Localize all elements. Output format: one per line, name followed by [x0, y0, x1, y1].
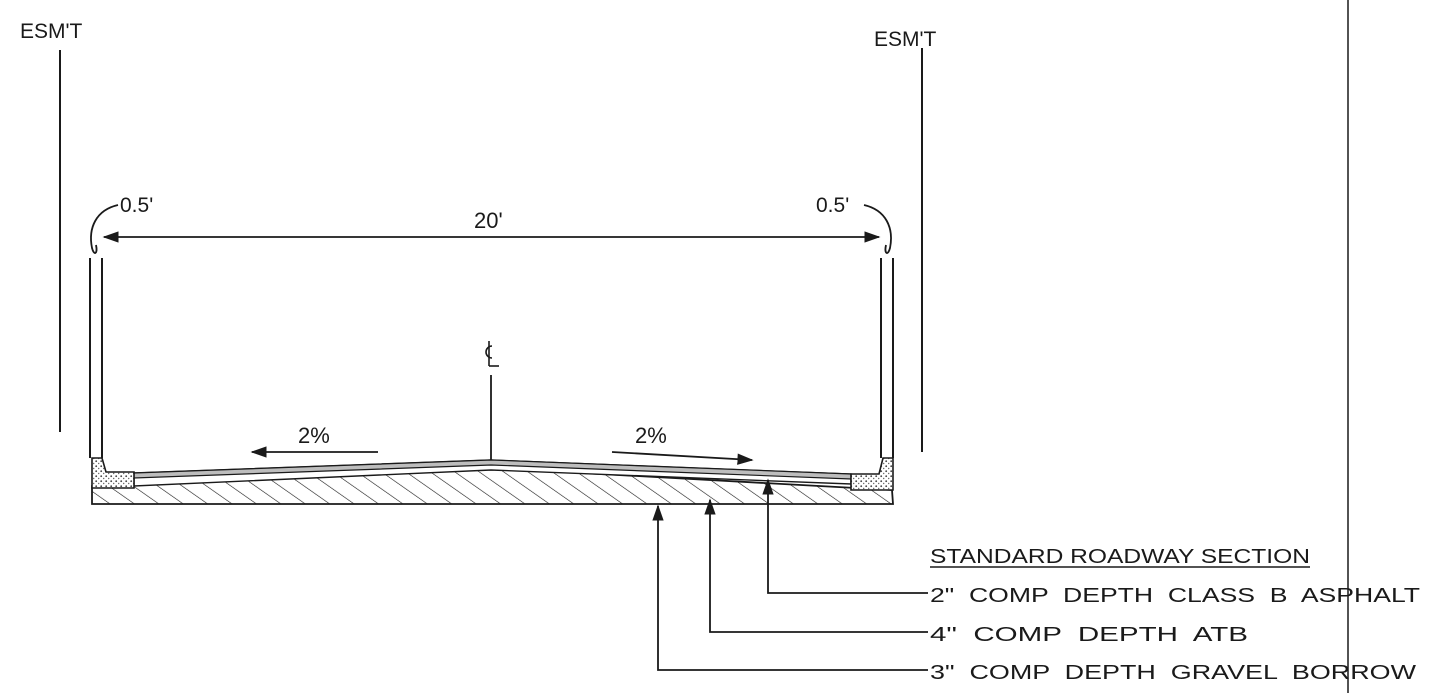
legend-item-atb: 4" COMP DEPTH ATB	[930, 624, 1248, 646]
legend-item-gravel: 3" COMP DEPTH GRAVEL BORROW	[930, 662, 1416, 684]
width-dimension-label: 20'	[474, 208, 503, 233]
offset-left-label: 0.5'	[120, 194, 153, 217]
legend-title: STANDARD ROADWAY SECTION	[930, 546, 1310, 568]
offset-leader-left	[90, 204, 119, 254]
esmt-right-label: ESM'T	[874, 28, 937, 51]
slope-left-label: 2%	[298, 423, 330, 448]
curb-left	[91, 457, 135, 489]
legend-item-asphalt: 2" COMP DEPTH CLASS B ASPHALT	[930, 585, 1420, 607]
leader-asphalt	[762, 478, 928, 594]
curb-right	[850, 457, 894, 491]
leader-atb	[704, 498, 928, 633]
centerline-symbol	[485, 341, 499, 367]
slope-right-label: 2%	[635, 423, 667, 448]
offset-right-label: 0.5'	[816, 194, 849, 217]
roadway-section	[91, 457, 894, 505]
slope-arrow-right	[611, 451, 754, 465]
leader-gravel	[652, 504, 928, 671]
offset-leader-right	[863, 204, 892, 254]
esmt-left-label: ESM'T	[20, 20, 83, 43]
centerline-label: CL	[0, 0, 2, 1]
